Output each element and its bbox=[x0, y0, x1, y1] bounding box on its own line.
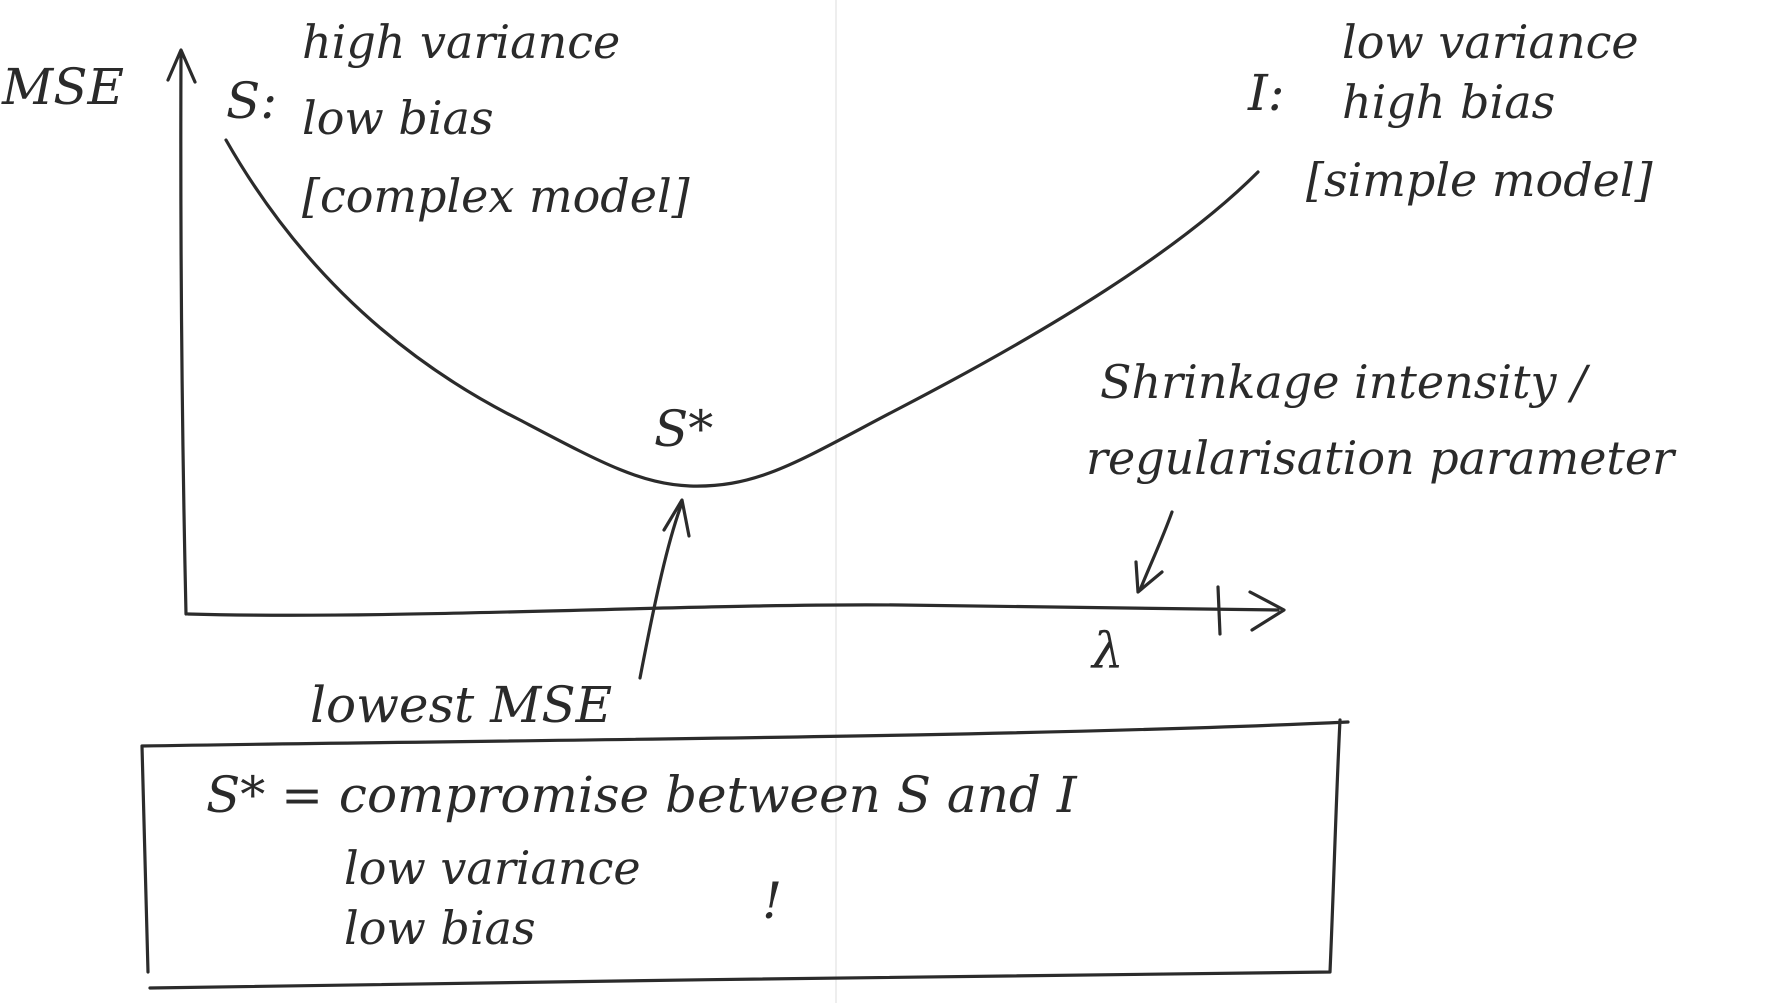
y-axis-label: MSE bbox=[1, 58, 124, 116]
summary-line-1: S* = compromise between S and I bbox=[206, 766, 1078, 824]
x-axis-tick bbox=[1216, 585, 1222, 636]
summary-box-border bbox=[140, 718, 1350, 990]
x-note-line-1: Shrinkage intensity / bbox=[1100, 355, 1591, 409]
x-note-arrowhead bbox=[1134, 560, 1164, 594]
x-axis bbox=[186, 603, 1280, 617]
left-end-symbol: S: bbox=[226, 72, 277, 130]
mse-curve bbox=[224, 138, 1260, 488]
summary-exclamation: ! bbox=[762, 872, 782, 930]
right-end-line-3: [simple model] bbox=[1306, 153, 1653, 207]
right-end-line-2: high bias bbox=[1342, 75, 1555, 129]
left-end-line-1: high variance bbox=[302, 15, 620, 69]
min-pointer-arrow bbox=[638, 501, 684, 680]
y-axis bbox=[179, 50, 188, 616]
x-note-arrow bbox=[1138, 510, 1174, 592]
summary-line-3: low bias bbox=[344, 901, 536, 955]
x-axis-arrowhead bbox=[1248, 590, 1286, 632]
x-note-line-2: regularisation parameter bbox=[1086, 431, 1677, 485]
y-axis-arrowhead bbox=[166, 48, 197, 84]
left-end-line-3: [complex model] bbox=[302, 169, 690, 223]
right-end-symbol: I: bbox=[1247, 64, 1285, 122]
right-end-line-1: low variance bbox=[1342, 15, 1639, 69]
minimum-symbol: S* bbox=[654, 400, 713, 458]
lowest-mse-label: lowest MSE bbox=[310, 676, 612, 734]
left-end-line-2: low bias bbox=[302, 91, 494, 145]
min-pointer-arrowhead bbox=[662, 498, 691, 538]
summary-line-2: low variance bbox=[344, 841, 641, 895]
x-axis-label: λ bbox=[1090, 622, 1124, 680]
